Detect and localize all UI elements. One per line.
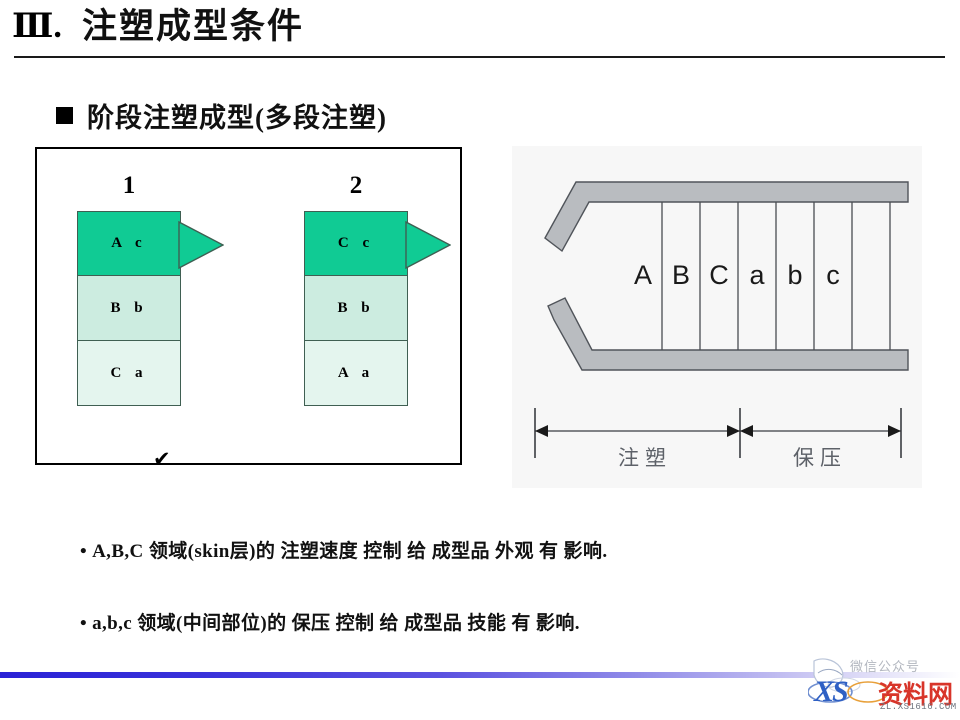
zone-letter: c [826,260,840,290]
flow-arrow-outline-icon [405,221,451,269]
subheading-label: 阶段注塑成型(多段注塑) [87,103,387,133]
selected-check-icon: ✔ [153,447,171,471]
flow-arrow-icon [178,221,224,269]
watermark-url: ZL.XS1616.COM [880,702,957,712]
bullet-dot-icon: • [80,613,88,634]
footer-divider [0,672,960,678]
layer-row: B b [77,276,181,341]
statement-line-1: •A,B,C 领域(skin层)的 注塑速度 控制 给 成型品 外观 有 影响. [80,536,608,563]
square-bullet-icon [56,107,73,124]
cavity-fill-svg: A B C a b c [534,181,909,458]
zone-letter: b [787,260,802,290]
layer-row: A a [304,341,408,406]
watermark-logo-cn: 资料网 [878,682,954,709]
layer-group-2: C c B b A a [304,211,408,406]
watermark-logo-latin: XS [814,675,849,708]
stack-number-2: 2 [349,172,363,199]
layer-row: C a [77,341,181,406]
subheading: 阶段注塑成型(多段注塑) [56,96,387,135]
page-title: 注塑成型条件 [82,7,305,46]
zone-divider-lines [661,202,891,350]
watermark: 微信公众号 XS 资料网 ZL.XS1616.COM [808,655,960,717]
stack-number-1: 1 [122,172,136,199]
layer-group-1: A c B b C a [77,211,181,406]
zone-letter-group: A B C a b c [634,260,840,290]
page-title-numeral: Ⅲ. [12,8,62,45]
layer-row: C c [304,211,408,276]
layer-sequence-frame: 1 A c B b C a ✔ 2 C c B b A a [35,147,462,470]
zone-letter: B [672,260,690,290]
flow-arrow-outline-icon [178,221,224,269]
title-divider [14,56,945,58]
zone-letter: C [709,260,729,290]
dimension-line-group [534,408,902,458]
statement-text: A,B,C 领域(skin层)的 注塑速度 控制 给 成型品 外观 有 影响. [92,541,608,562]
zone-letter: a [749,260,765,290]
upper-mold-wall-icon [544,181,909,253]
statement-text: a,b,c 领域(中间部位)的 保压 控制 给 成型品 技能 有 影响. [92,613,580,634]
lower-mold-wall-icon [547,297,909,371]
dimension-label-holding: 保压 [793,446,847,470]
layer-row: B b [304,276,408,341]
statement-line-2: •a,b,c 领域(中间部位)的 保压 控制 给 成型品 技能 有 影响. [80,608,580,635]
dimension-arrowheads [535,425,901,437]
watermark-bird-icon [808,658,889,703]
flow-arrow-icon [405,221,451,269]
dimension-label-injection: 注塑 [618,446,672,470]
cavity-fill-diagram: A B C a b c 注塑 [512,146,922,488]
bullet-dot-icon: • [80,541,88,562]
zone-letter: A [634,260,652,290]
layer-row: A c [77,211,181,276]
